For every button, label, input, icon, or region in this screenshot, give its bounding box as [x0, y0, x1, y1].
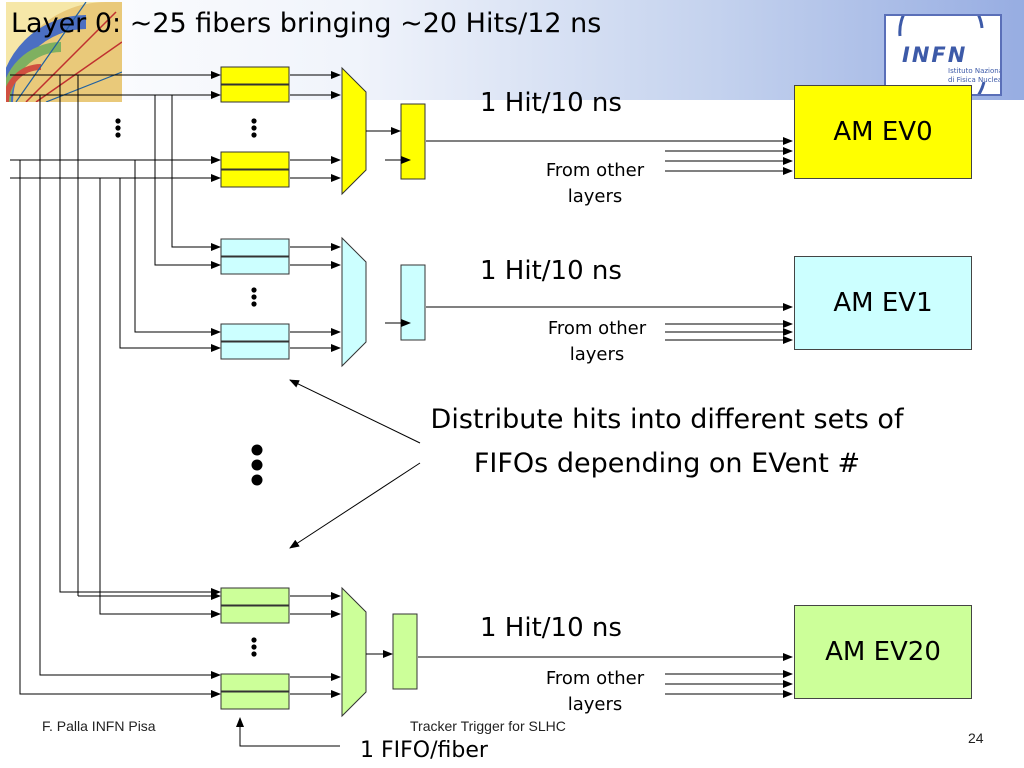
am-board-ev0: AM EV0: [794, 85, 972, 179]
register: [400, 103, 426, 180]
multiplexer: [341, 586, 367, 718]
ellipsis-dot: [251, 651, 257, 657]
svg-text:di Fisica Nucleare: di Fisica Nucleare: [948, 76, 1000, 84]
fifo: [220, 256, 290, 275]
ellipsis-dot: [251, 125, 257, 131]
ellipsis-dot: [251, 644, 257, 650]
group-ev1: [220, 236, 426, 368]
ellipsis-dot: [251, 637, 257, 643]
title-banner: [0, 0, 1024, 100]
hit-rate-label: 1 Hit/10 ns: [480, 613, 622, 643]
svg-text:INFN: INFN: [902, 43, 967, 67]
fifo: [220, 587, 290, 606]
fiber-line: [10, 74, 221, 596]
fifo: [220, 341, 290, 360]
am-board-ev20: AM EV20: [794, 605, 972, 699]
ellipsis-dot: [115, 125, 121, 131]
ellipsis-dot: [115, 132, 121, 138]
fifo: [220, 605, 290, 624]
ellipsis-dot: [251, 287, 257, 293]
am-board-ev1: AM EV1: [794, 256, 972, 350]
from-other-layers-label: From other layers: [545, 668, 645, 715]
page-number: 24: [968, 730, 984, 746]
fiber-line: [10, 177, 221, 352]
fifo: [220, 151, 290, 170]
group-ev20: [220, 586, 418, 718]
am-board-label: AM EV1: [833, 288, 933, 318]
ellipsis-dot: [115, 118, 121, 124]
fifo-per-fiber-label: 1 FIFO/fiber: [360, 738, 488, 763]
fifo: [220, 673, 290, 692]
fifo: [220, 323, 290, 342]
from-other-layers-label: From other layers: [545, 160, 645, 207]
fifo: [220, 238, 290, 257]
am-board-label: AM EV20: [825, 637, 941, 667]
svg-text:Istituto Nazionale: Istituto Nazionale: [948, 67, 1000, 75]
group-ev0: [220, 66, 426, 196]
callout-text: Distribute hits into different sets of F…: [430, 404, 904, 479]
multiplexer: [341, 236, 367, 368]
detector-event-graphic: [6, 2, 122, 102]
ellipsis-dot: [251, 132, 257, 138]
hit-rate-label: 1 Hit/10 ns: [480, 88, 622, 118]
register: [400, 264, 426, 341]
ellipsis-dot: [251, 459, 263, 471]
fifo: [220, 169, 290, 188]
register: [392, 613, 418, 690]
ellipsis-dot: [251, 444, 263, 456]
footer-talk-title: Tracker Trigger for SLHC: [410, 718, 566, 734]
ellipsis-dot: [251, 301, 257, 307]
slide-title: Layer 0: ~25 fibers bringing ~20 Hits/12…: [11, 8, 602, 39]
fifo: [220, 84, 290, 103]
hit-rate-label: 1 Hit/10 ns: [480, 256, 622, 286]
multiplexer: [341, 66, 367, 196]
am-board-label: AM EV0: [833, 117, 933, 147]
ellipsis-dot: [251, 118, 257, 124]
ellipsis-dot: [251, 474, 263, 486]
ellipsis-dot: [251, 294, 257, 300]
fiber-line: [10, 94, 221, 679]
fifo: [220, 66, 290, 85]
fifo: [220, 691, 290, 710]
footer-author: F. Palla INFN Pisa: [42, 718, 156, 734]
from-other-layers-label: From other layers: [547, 318, 647, 365]
